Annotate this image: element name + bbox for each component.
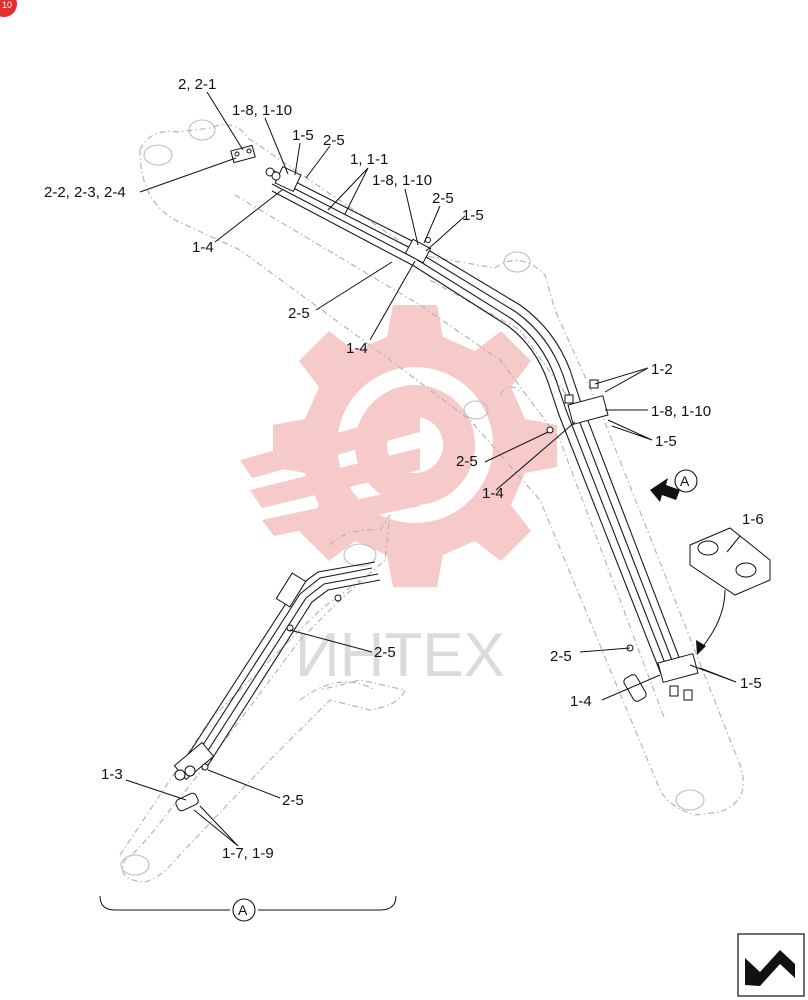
callout-2-5-mid: 2-5 xyxy=(432,190,454,207)
callout-1-5-mid: 1-5 xyxy=(462,207,484,224)
arrow-icon xyxy=(650,478,680,502)
clamp-top-left xyxy=(265,165,302,193)
callout-2-5-arm: 2-5 xyxy=(374,644,396,661)
callout-1-5-bottom: 1-5 xyxy=(740,675,762,692)
leader-lines xyxy=(125,91,741,847)
callout-1-6: 1-6 xyxy=(742,511,764,528)
callout-2-5-left: 2-5 xyxy=(288,305,310,322)
return-arrow-icon[interactable] xyxy=(737,933,805,997)
view-a-marker: A xyxy=(650,469,698,502)
callout-1-3: 1-3 xyxy=(101,766,123,783)
detail-part-1-6 xyxy=(689,527,771,596)
callout-1-4-top: 1-4 xyxy=(192,239,214,256)
arm-pipes xyxy=(185,561,381,771)
callout-1-5-right: 1-5 xyxy=(655,433,677,450)
clamps xyxy=(173,144,771,812)
watermark-text: ИНТЕХ xyxy=(295,621,505,690)
view-a-letter: A xyxy=(680,473,690,489)
callout-2-5-lower-right: 2-5 xyxy=(550,648,572,665)
watermark-logo: ИНТЕХ xyxy=(240,305,557,690)
boom-pipes xyxy=(271,169,683,675)
detail-arrow xyxy=(699,589,726,651)
clamp-arm-bottom xyxy=(173,741,215,812)
clamp-mid xyxy=(546,379,609,434)
callout-labels: 2, 2-1 1-8, 1-10 1-5 2-5 1, 1-1 2-2, 2-3… xyxy=(44,76,764,862)
corner-badge-text: 10 xyxy=(2,0,12,10)
callout-1-8-1-10-top: 1-8, 1-10 xyxy=(232,102,292,119)
corner-badge: 10 xyxy=(0,0,17,17)
top-bracket xyxy=(230,144,256,164)
callout-1-8-1-10-mid: 1-8, 1-10 xyxy=(372,172,432,189)
callout-1-8-1-10-right: 1-8, 1-10 xyxy=(651,403,711,420)
callout-2-5-arm-bottom: 2-5 xyxy=(282,792,304,809)
boom-outline xyxy=(139,119,744,816)
callout-2-2-2-3-2-4: 2-2, 2-3, 2-4 xyxy=(44,184,126,201)
callout-1-4-bottom: 1-4 xyxy=(570,693,592,710)
view-a-bracket: A xyxy=(99,895,397,922)
callout-2-5-top: 2-5 xyxy=(323,132,345,149)
clamp-arm-top xyxy=(275,572,342,632)
clamp-bottom xyxy=(623,644,699,702)
arm-outline xyxy=(119,514,406,883)
callout-2-5-center: 2-5 xyxy=(456,453,478,470)
callout-1-4-center: 1-4 xyxy=(482,485,504,502)
view-a-bracket-letter: A xyxy=(238,902,248,918)
callout-1-2: 1-2 xyxy=(651,361,673,378)
callout-1-7-1-9: 1-7, 1-9 xyxy=(222,845,274,862)
speed-stripes xyxy=(240,410,420,536)
clamp-top-mid xyxy=(404,237,432,264)
callout-1-1-1: 1, 1-1 xyxy=(350,151,388,168)
callout-1-4-mid: 1-4 xyxy=(346,340,368,357)
detail-arrow-head xyxy=(696,640,706,655)
callout-2-2-1: 2, 2-1 xyxy=(178,76,216,93)
callout-1-5-top: 1-5 xyxy=(292,127,314,144)
